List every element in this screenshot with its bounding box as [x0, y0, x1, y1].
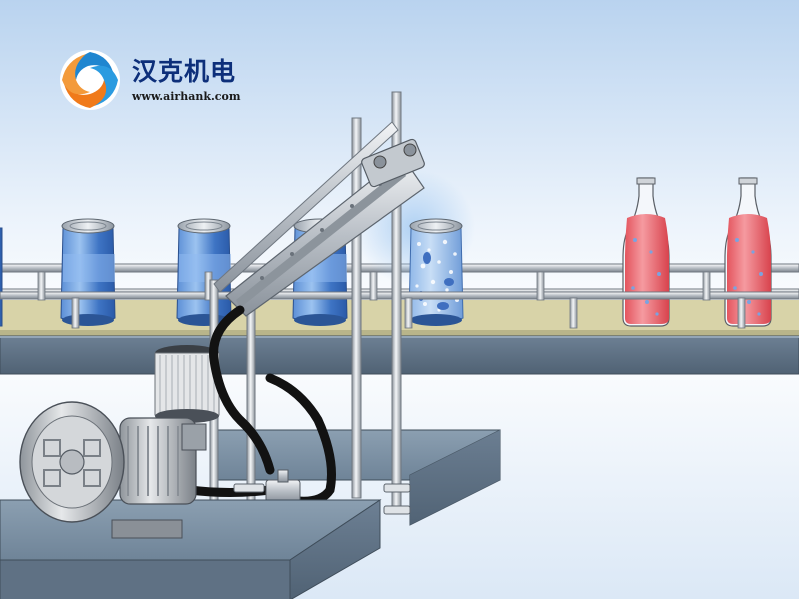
brand-name: 汉克机电 [132, 57, 237, 86]
hose-tee-fitting [265, 469, 301, 503]
air-knife [213, 121, 425, 317]
knife-clamp [361, 138, 425, 188]
ring-blower [19, 401, 207, 539]
air-filter [154, 345, 220, 423]
brand-logo[interactable]: 汉克机电 www.airhank.com [58, 48, 258, 112]
blue-can-partial [0, 227, 3, 327]
blue-can [60, 218, 116, 326]
soda-bottle [622, 177, 670, 327]
brand-url[interactable]: www.airhank.com [132, 90, 241, 103]
blue-can [176, 218, 232, 326]
wet-can [408, 218, 464, 326]
pole-clamp [233, 483, 411, 515]
soda-bottle [724, 177, 772, 327]
swirl-fan-logo-icon [60, 50, 120, 110]
